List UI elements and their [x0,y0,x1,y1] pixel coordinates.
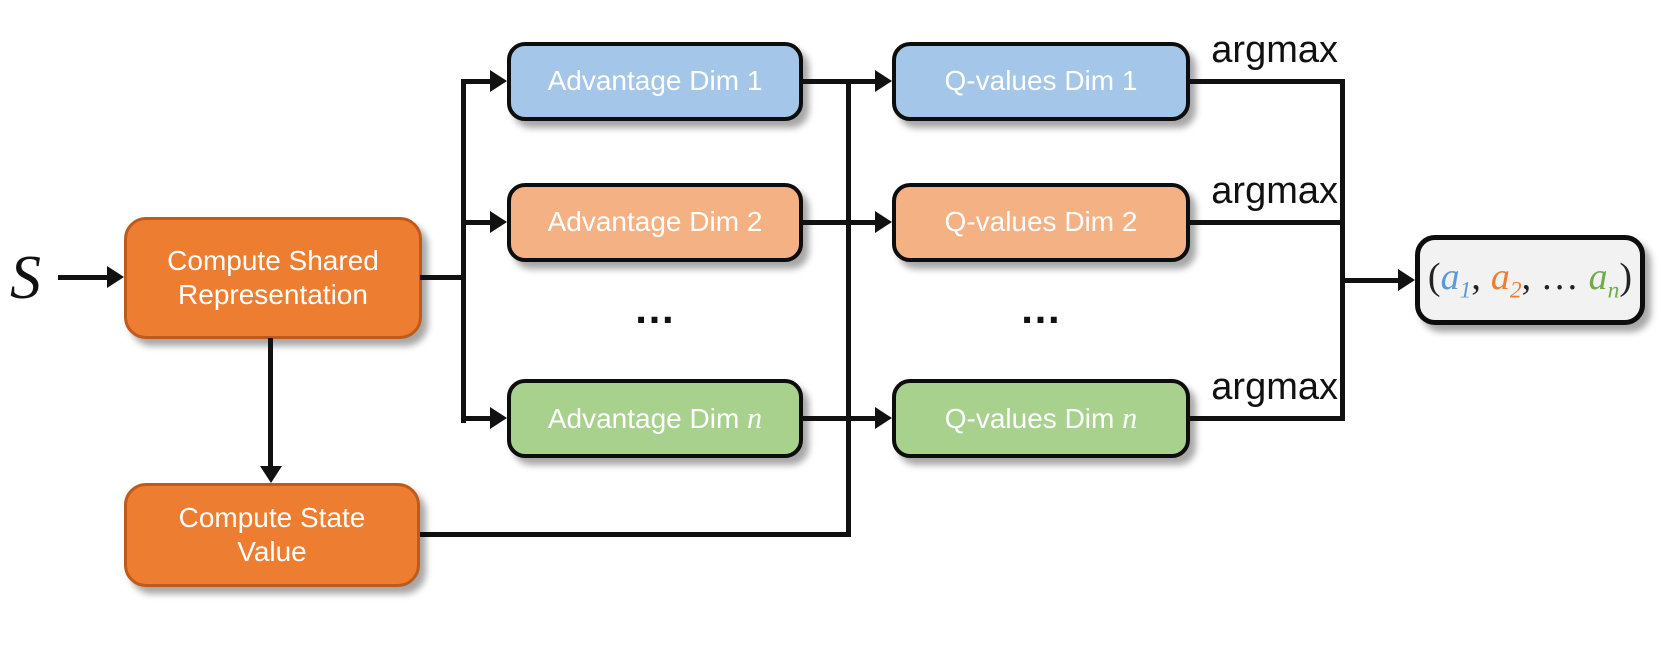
arrowhead-into-advantage-n [490,407,507,429]
collector-line [1340,79,1345,421]
connector-input-to-shared [58,275,108,280]
connector-advantage-n-to-q-n [801,416,878,421]
node-label: Advantage Dim 2 [547,206,763,238]
action-a2: a2 [1490,256,1522,304]
arrowhead-into-q-2 [875,211,892,233]
argmax-label-n: argmax [1211,366,1338,408]
separator-1: , [1471,256,1481,299]
arrowhead-into-advantage-2 [490,211,507,233]
connector-q-2-to-collector [1188,220,1345,225]
connector-shared-to-state-value [268,338,273,468]
action-an: an [1588,256,1620,304]
node-compute-state-value: Compute State Value [124,483,420,587]
node-advantage-dim-n: Advantage Dim n [507,379,803,458]
open-paren: ( [1427,256,1441,299]
node-label: Q-values Dim n [944,401,1138,436]
arrowhead-into-output [1398,269,1415,291]
ellipsis-advantage-column: … [633,285,677,332]
node-label: Q-values Dim 1 [944,65,1138,97]
connector-collector-to-output [1340,278,1400,283]
node-advantage-dim-1: Advantage Dim 1 [507,42,803,121]
connector-branch-to-advantage-2 [461,220,492,225]
action-a1: a1 [1440,256,1472,304]
argmax-label-2: argmax [1211,170,1338,212]
node-output-action-tuple: (a1,a2, …an) [1415,235,1645,325]
node-label: Compute State Value [178,501,366,567]
arrowhead-into-q-1 [875,70,892,92]
node-q-values-dim-n: Q-values Dim n [892,379,1190,458]
close-paren: ) [1619,256,1633,299]
connector-state-value-horizontal [418,532,851,537]
node-compute-shared-representation: Compute Shared Representation [124,217,422,339]
separator-2: , … [1521,256,1579,299]
node-label: Advantage Dim 1 [547,65,763,97]
node-label: Compute Shared Representation [167,244,379,310]
arrowhead-into-advantage-1 [490,70,507,92]
connector-shared-to-branch [420,275,466,280]
connector-branch-to-advantage-n [461,416,492,421]
node-q-values-dim-1: Q-values Dim 1 [892,42,1190,121]
node-advantage-dim-2: Advantage Dim 2 [507,183,803,262]
ellipsis-qvalues-column: … [1019,285,1063,332]
argmax-label-1: argmax [1211,29,1338,71]
node-label: Q-values Dim 2 [944,206,1138,238]
arrowhead-into-q-n [875,407,892,429]
input-state-label: S [10,244,41,312]
output-tuple-text: (a1,a2, …an) [1428,255,1632,305]
connector-advantage-1-to-q-1 [801,79,878,84]
connector-branch-to-advantage-1 [461,79,492,84]
node-label: Advantage Dim n [547,401,763,436]
connector-advantage-2-to-q-2 [801,220,878,225]
connector-q-1-to-collector [1188,79,1345,84]
state-value-riser-line [846,79,851,537]
arrowhead-into-state-value [260,466,282,483]
branch-trunk-line [461,79,466,423]
connector-q-n-to-collector [1188,416,1345,421]
arrowhead-into-shared [107,266,124,288]
